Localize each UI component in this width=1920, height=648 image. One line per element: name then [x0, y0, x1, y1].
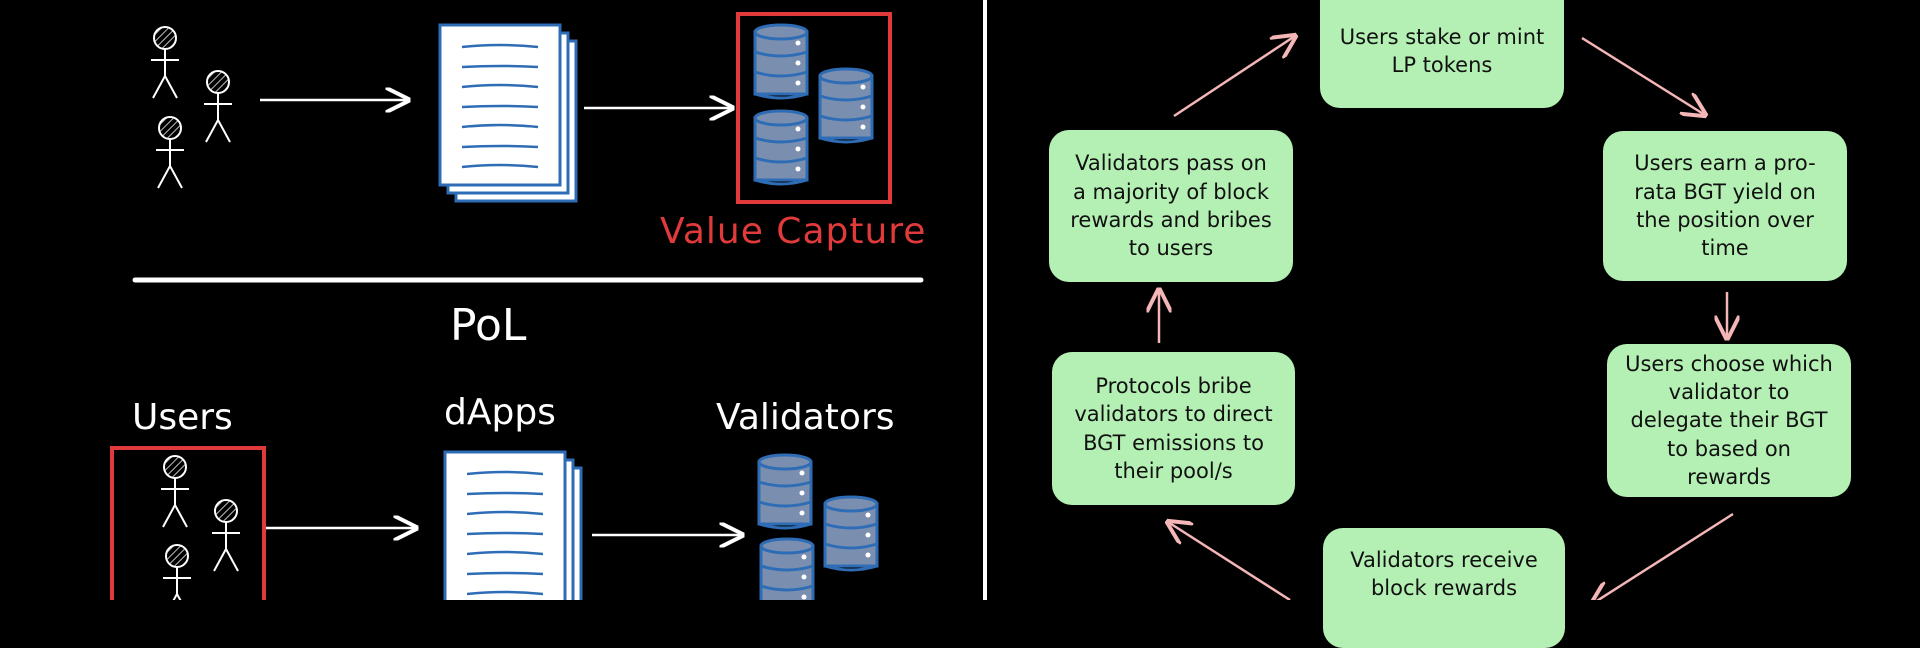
pol-users-label: Users: [132, 397, 233, 438]
cycle-step-earn: Users earn a pro- rata BGT yield on the …: [1603, 131, 1847, 281]
diagram-canvas: [110, 0, 1920, 600]
cycle-step-choose: Users choose which validator to delegate…: [1607, 344, 1851, 497]
pol-validators-dbs: [757, 453, 879, 600]
arrow-pass-to-stake: [1173, 36, 1295, 118]
cycle-step-stake: Users stake or mint LP tokens: [1320, 0, 1564, 108]
arrow-choose-to-receive: [1592, 512, 1734, 600]
pol-dapps-docs: [443, 450, 583, 600]
cycle-step-pass: Validators pass on a majority of block r…: [1049, 130, 1293, 282]
pol-validators-label: Validators: [716, 397, 895, 438]
top-validators-dbs: [753, 23, 874, 186]
pol-users-group: [160, 455, 241, 600]
top-users-group: [150, 26, 233, 189]
arrow-receive-to-bribe: [1168, 522, 1291, 600]
pol-dapps-label: dApps: [444, 392, 556, 433]
top-value-capture-frame: [736, 12, 892, 204]
cycle-step-receive: Validators receive block rewards: [1323, 528, 1565, 648]
top-dapps-docs: [438, 23, 578, 203]
arrow-stake-to-earn: [1581, 36, 1705, 115]
cycle-step-bribe: Protocols bribe validators to direct BGT…: [1052, 352, 1295, 505]
pol-section-title: PoL: [450, 300, 527, 351]
value-capture-label: Value Capture: [660, 211, 927, 252]
cycle-arrows: [1159, 36, 1733, 600]
pol-users-frame: [110, 446, 266, 600]
